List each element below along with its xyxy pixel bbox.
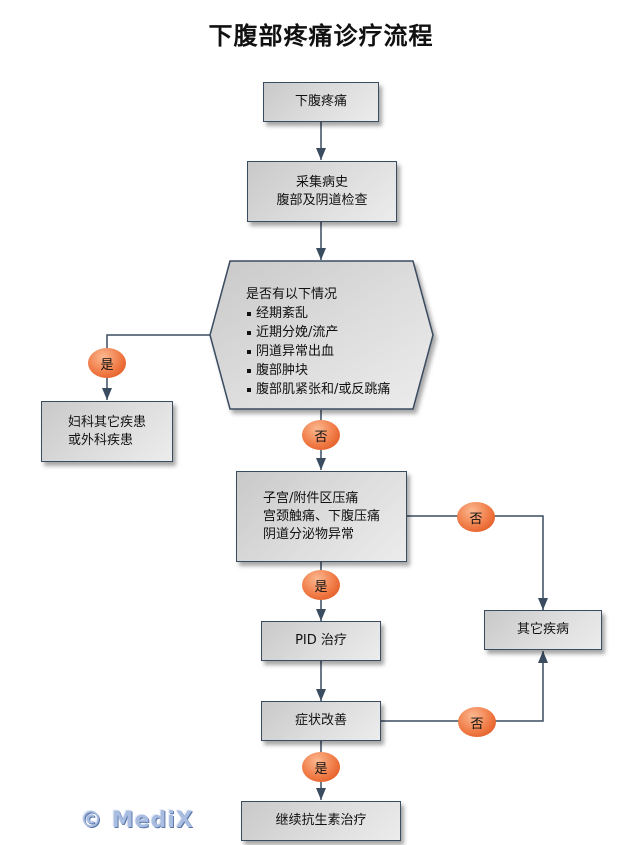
label-yes: 是 [88, 348, 126, 378]
connector-tenderness-other-disease [407, 515, 544, 610]
node-text: 宫颈触痛、下腹压痛 [262, 508, 380, 524]
arrow-head [316, 609, 326, 621]
arrow-head [316, 788, 326, 800]
label-no: 否 [457, 502, 495, 532]
decision-item: 腹部肌紧张和/或反跳痛 [246, 380, 390, 399]
node-other-gyn-surgical: 妇科其它疾患 或外科疾患 [41, 401, 173, 462]
arrow-head [538, 651, 548, 663]
decision-item: 近期分娩/流产 [246, 323, 390, 342]
node-history-exam: 采集病史 腹部及阴道检查 [247, 161, 397, 222]
node-text: 下腹疼痛 [294, 94, 347, 109]
arrow-head [538, 598, 548, 610]
node-text: 采集病史 [295, 174, 348, 190]
label-yes: 是 [302, 570, 340, 600]
arrow-head [316, 248, 326, 260]
connector-decision-other-gyn [106, 334, 210, 400]
decision-item: 腹部肿块 [246, 361, 390, 380]
decision-text: 是否有以下情况 经期紊乱 近期分娩/流产 阴道异常出血 腹部肿块 腹部肌紧张和/… [246, 285, 390, 399]
decision-list: 经期紊乱 近期分娩/流产 阴道异常出血 腹部肿块 腹部肌紧张和/或反跳痛 [246, 304, 390, 399]
arrow-head [316, 458, 326, 470]
decision-item: 阴道异常出血 [246, 342, 390, 361]
node-text: 继续抗生素治疗 [275, 813, 367, 828]
label-yes: 是 [302, 752, 340, 782]
page-title: 下腹部疼痛诊疗流程 [208, 21, 434, 50]
arrow-head [316, 689, 326, 701]
node-text: 腹部及阴道检查 [276, 192, 368, 208]
arrow-head [102, 388, 112, 400]
node-other-disease: 其它疾病 [484, 610, 602, 650]
node-text: PID 治疗 [295, 633, 347, 648]
decision-item: 经期紊乱 [246, 304, 390, 323]
node-continue-antibiotics: 继续抗生素治疗 [241, 801, 401, 841]
node-text: 妇科其它疾患 [67, 414, 146, 430]
node-pid-treatment: PID 治疗 [261, 621, 381, 661]
node-text: 其它疾病 [516, 622, 569, 637]
decision-hexagon [209, 260, 434, 410]
decision-heading: 是否有以下情况 [246, 287, 338, 302]
node-text: 阴道分泌物异常 [262, 526, 354, 542]
node-lower-abdominal-pain: 下腹疼痛 [263, 82, 379, 122]
label-no: 否 [302, 420, 340, 450]
connector-improve-other-disease [381, 651, 544, 722]
node-text: 或外科疾患 [67, 432, 133, 448]
node-tenderness: 子宫/附件区压痛 宫颈触痛、下腹压痛 阴道分泌物异常 [236, 471, 407, 562]
node-text: 症状改善 [294, 713, 347, 728]
watermark-logo: © MediX [80, 808, 194, 833]
node-symptom-improve: 症状改善 [261, 701, 381, 741]
arrow-head [316, 148, 326, 160]
node-text: 子宫/附件区压痛 [262, 490, 359, 506]
label-no: 否 [458, 707, 496, 737]
